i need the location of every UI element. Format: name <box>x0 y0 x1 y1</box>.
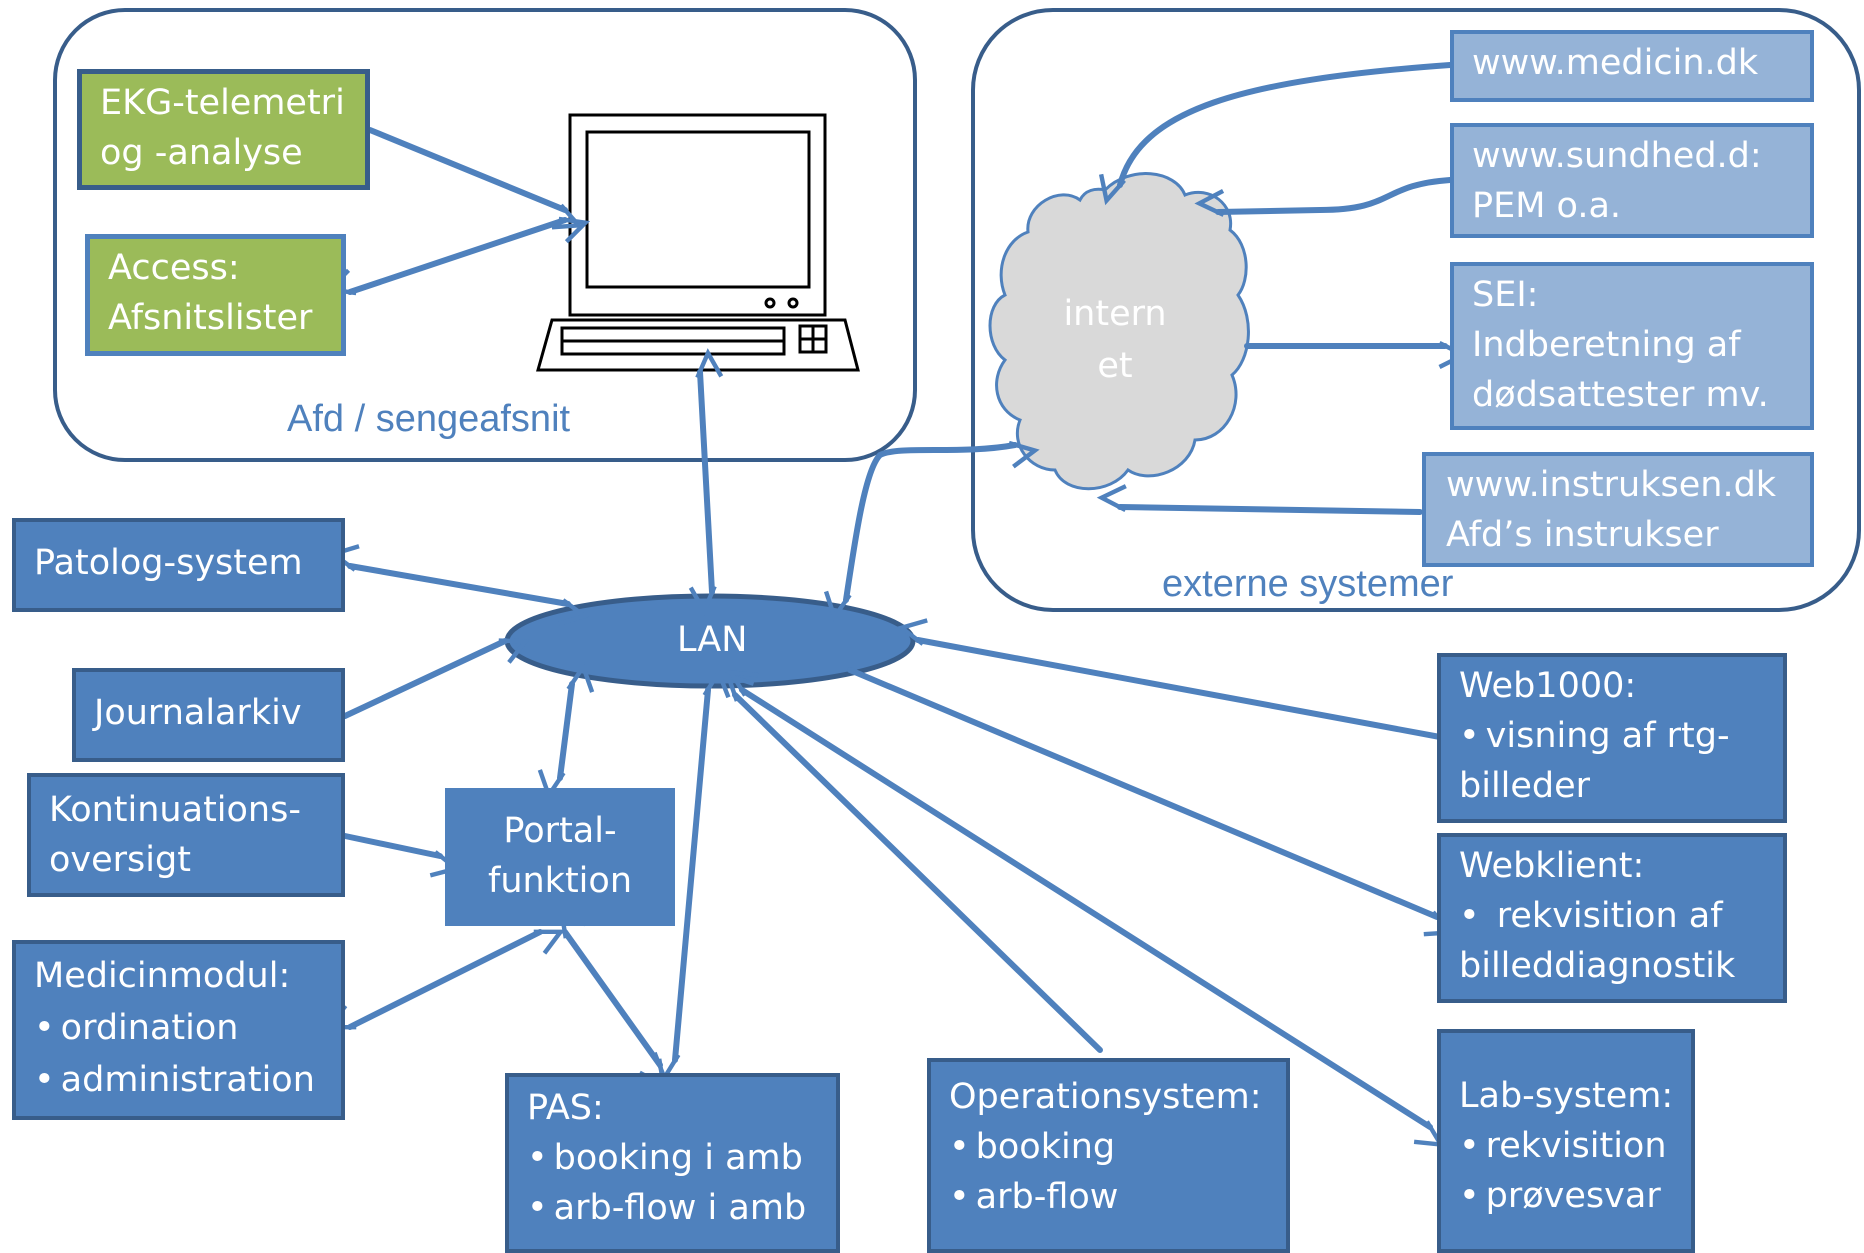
medicinmodul-bullet-1: ordination <box>34 1002 323 1054</box>
ekg-line-2: og -analyse <box>100 133 303 173</box>
sei-line-2: Indberetning af <box>1472 325 1741 365</box>
operation-bullet-2: arb-flow <box>949 1172 1268 1222</box>
lab-bullet-1: rekvisition <box>1459 1121 1673 1171</box>
kontinuationsoversigt-box[interactable]: Kontinuations- oversigt <box>27 773 345 897</box>
access-line-2: Afsnitslister <box>108 298 313 338</box>
sundhed-line-1: www.sundhed.d: <box>1472 136 1762 176</box>
arrow-journal-lan <box>342 638 531 719</box>
instruksen-line-1: www.instruksen.dk <box>1446 465 1777 505</box>
portal-line-2: funktion <box>488 861 632 901</box>
arrow-lan-pas <box>652 667 731 1083</box>
lan-label: LAN <box>677 620 748 660</box>
instruksen-box[interactable]: www.instruksen.dk Afd’s instrukser <box>1422 452 1814 567</box>
access-line-1: Access: <box>108 248 240 288</box>
web1000-bullet: visning af rtg- <box>1459 711 1765 761</box>
medicinmodul-box[interactable]: Medicinmodul: ordination administration <box>12 940 345 1120</box>
arrow-web1000-lan <box>896 618 1443 740</box>
arrow-lan-lab <box>727 669 1445 1148</box>
arrow-sundhed-internet <box>1194 177 1453 217</box>
arrow-medicin-internet <box>1098 62 1453 206</box>
arrow-instruksen-internet <box>1096 484 1423 515</box>
arrow-portal-medicinmodul <box>325 929 565 1030</box>
arrow-computer-access <box>324 216 591 296</box>
webklient-bullet: rekvisition af <box>1459 891 1765 941</box>
portal-line-1: Portal- <box>503 811 617 851</box>
arrow-lan-webklient <box>847 667 1456 937</box>
journalarkiv-label: Journalarkiv <box>94 693 302 733</box>
pas-bullet-2: arb-flow i amb <box>527 1183 818 1233</box>
web1000-box[interactable]: Web1000: visning af rtg- billeder <box>1437 653 1787 823</box>
arrow-computer-lan <box>688 348 724 616</box>
lab-title: Lab-system: <box>1459 1076 1674 1116</box>
instruksen-line-2: Afd’s instrukser <box>1446 515 1719 555</box>
web1000-title: Web1000: <box>1459 666 1637 706</box>
portal-funktion-box[interactable]: Portal- funktion <box>445 788 675 926</box>
arrow-lan-portal <box>537 661 595 801</box>
sei-line-3: dødsattester mv. <box>1472 375 1769 415</box>
journalarkiv-box[interactable]: Journalarkiv <box>72 668 345 762</box>
pas-title: PAS: <box>527 1088 604 1128</box>
access-afsnitslister-box[interactable]: Access: Afsnitslister <box>85 234 346 356</box>
operationsystem-box[interactable]: Operationsystem: booking arb-flow <box>927 1058 1290 1253</box>
sundhed-box[interactable]: www.sundhed.d: PEM o.a. <box>1450 123 1814 238</box>
arrow-ekg-computer <box>367 127 584 230</box>
patolog-label: Patolog-system <box>34 543 303 583</box>
internet-line-2: et <box>1097 346 1133 386</box>
ekg-line-1: EKG-telemetri <box>100 83 345 123</box>
internet-line-1: intern <box>1063 294 1167 334</box>
lab-system-box[interactable]: Lab-system: rekvisition prøvesvar <box>1437 1029 1695 1253</box>
kontinuation-line-1: Kontinuations- <box>49 790 301 830</box>
arrow-lan-operation <box>724 672 1103 1053</box>
webklient-title: Webklient: <box>1459 846 1645 886</box>
sei-box[interactable]: SEI: Indberetning af dødsattester mv. <box>1450 262 1814 430</box>
internet-cloud-label: intern et <box>1055 288 1175 392</box>
patolog-system-box[interactable]: Patolog-system <box>12 518 345 612</box>
medicinmodul-title: Medicinmodul: <box>34 956 291 996</box>
ekg-telemetri-box[interactable]: EKG-telemetri og -analyse <box>77 69 370 190</box>
group-label-afd: Afd / sengeafsnit <box>287 398 571 440</box>
arrow-lan-internet <box>823 440 1040 622</box>
web1000-cont: billeder <box>1459 766 1591 806</box>
medicin-label: www.medicin.dk <box>1472 43 1759 83</box>
arrow-kontinuation-portal <box>342 833 462 878</box>
operation-bullet-1: booking <box>949 1122 1268 1172</box>
kontinuation-line-2: oversigt <box>49 840 191 880</box>
operation-title: Operationsystem: <box>949 1077 1262 1117</box>
webklient-box[interactable]: Webklient: rekvisition af billeddiagnost… <box>1437 833 1787 1003</box>
medicinmodul-bullet-2: administration <box>34 1054 323 1106</box>
medicin-dk-box[interactable]: www.medicin.dk <box>1450 30 1814 102</box>
arrow-patolog-lan <box>328 544 590 626</box>
arrow-portal-pas <box>558 907 667 1090</box>
group-label-externe: externe systemer <box>1162 563 1454 605</box>
pas-box[interactable]: PAS: booking i amb arb-flow i amb <box>505 1073 840 1253</box>
computer-icon <box>536 113 860 372</box>
webklient-cont: billeddiagnostik <box>1459 946 1736 986</box>
lab-bullet-2: prøvesvar <box>1459 1171 1673 1221</box>
sei-line-1: SEI: <box>1472 275 1539 315</box>
sundhed-line-2: PEM o.a. <box>1472 186 1622 226</box>
pas-bullet-1: booking i amb <box>527 1133 818 1183</box>
